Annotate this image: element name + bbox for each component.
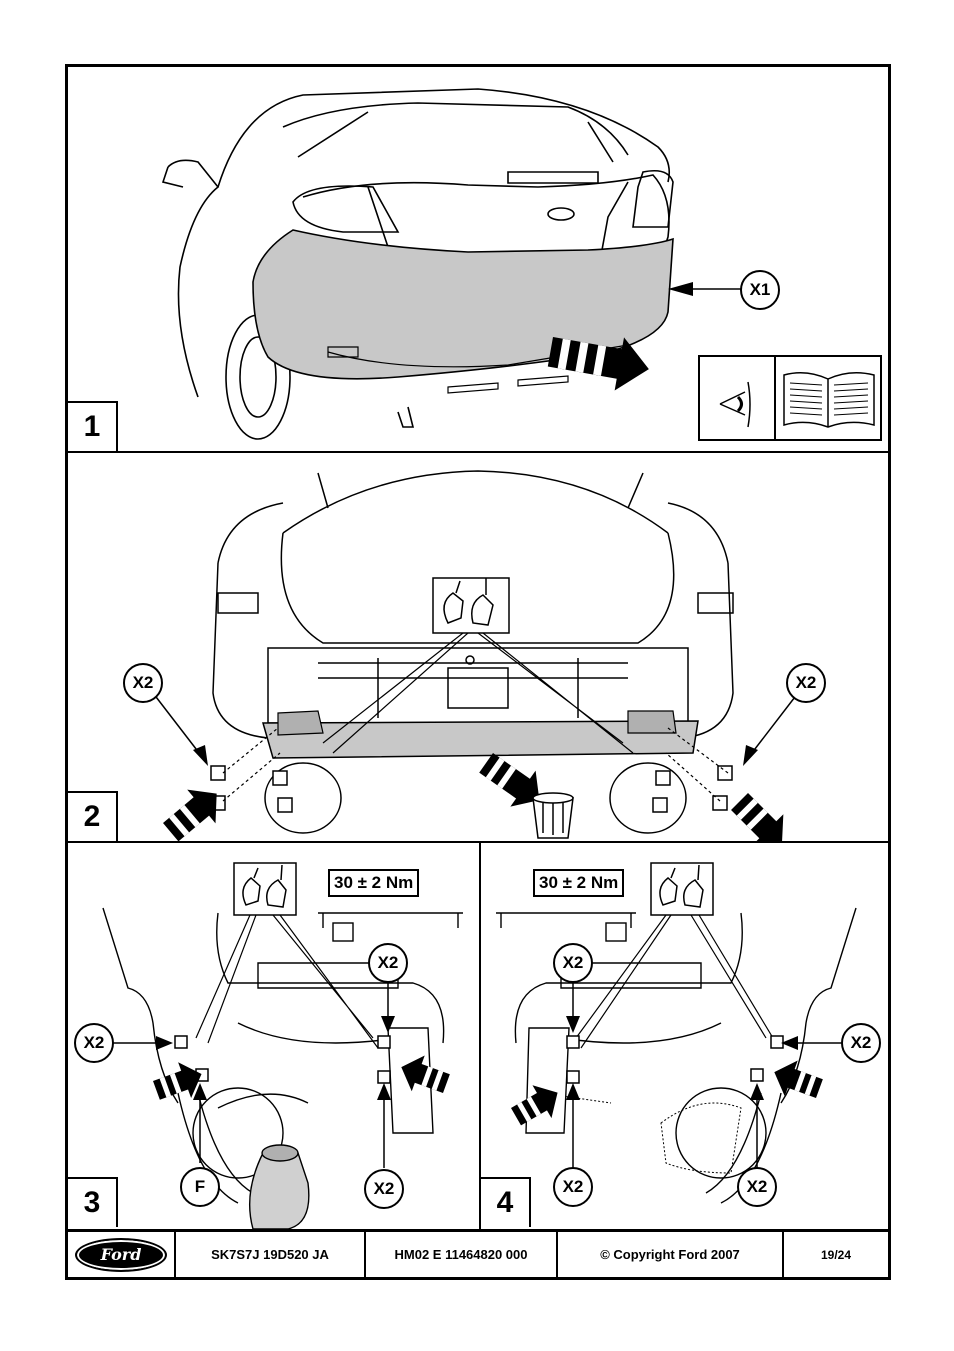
bolt-icon (174, 1035, 391, 1084)
bin-icon (532, 792, 574, 839)
manual-book-icon (783, 372, 875, 428)
copyright: © Copyright Ford 2007 (558, 1232, 784, 1277)
ford-logo-cell: Ford (68, 1232, 176, 1277)
step-number-4: 4 (481, 1177, 531, 1227)
part-number: SK7S7J 19D520 JA (176, 1232, 366, 1277)
callout-x2-bottom-left: X2 (553, 1167, 593, 1207)
rear-crossmember (262, 720, 699, 759)
hand-tool-icon (443, 578, 494, 626)
removal-arrow (547, 337, 649, 391)
title-block: Ford SK7S7J 19D520 JA HM02 E 11464820 00… (68, 1229, 888, 1277)
install-arrow (401, 1055, 450, 1093)
callout-x2-left: X2 (123, 663, 163, 703)
panel-step-3: 30 ± 2 Nm X2 X2 F X2 3 (68, 843, 481, 1229)
install-arrow (511, 1085, 558, 1126)
look-icon (719, 381, 751, 428)
install-arrow (774, 1060, 823, 1098)
bracket-left-illustration (496, 862, 857, 1204)
panel-step-2: X2 X2 2 (68, 453, 888, 843)
hand-tool-icon (242, 864, 287, 908)
page-number: 19/24 (820, 1247, 852, 1262)
step-number-3: 3 (68, 1177, 118, 1227)
install-arrow (153, 1062, 202, 1100)
rear-body-illustration (152, 470, 799, 843)
step-number-2: 2 (68, 791, 118, 841)
document-code: HM02 E 11464820 000 (366, 1232, 558, 1277)
removal-arrow (479, 753, 540, 807)
callout-x2-right: X2 (786, 663, 826, 703)
panel-step-1: X1 1 (68, 67, 888, 453)
callout-x1: X1 (740, 270, 780, 310)
rear-car-illustration (161, 88, 758, 440)
callout-x2-bottom: X2 (364, 1169, 404, 1209)
callout-x2-right: X2 (841, 1023, 881, 1063)
torque-spec: 30 ± 2 Nm (533, 869, 625, 897)
bolt-icon (566, 1035, 784, 1084)
bolt-icon (210, 765, 733, 813)
instruction-sheet: X1 1 (65, 64, 891, 1280)
callout-x2-bottom-right: X2 (737, 1167, 777, 1207)
callout-x2-top: X2 (368, 943, 408, 983)
hand-tool-icon (659, 864, 704, 908)
removal-arrow (731, 793, 784, 843)
panel-step-4: 30 ± 2 Nm X2 X2 X2 X2 4 (481, 843, 888, 1229)
ford-logo: Ford (75, 1237, 167, 1272)
callout-f: F (180, 1167, 220, 1207)
removal-arrow (163, 789, 217, 842)
reference-icon-box (698, 355, 882, 441)
torque-spec: 30 ± 2 Nm (328, 869, 420, 897)
callout-x2-left: X2 (74, 1023, 114, 1063)
callout-x2-top: X2 (553, 943, 593, 983)
bracket-right-illustration (102, 862, 463, 1229)
step-number-1: 1 (68, 401, 118, 451)
